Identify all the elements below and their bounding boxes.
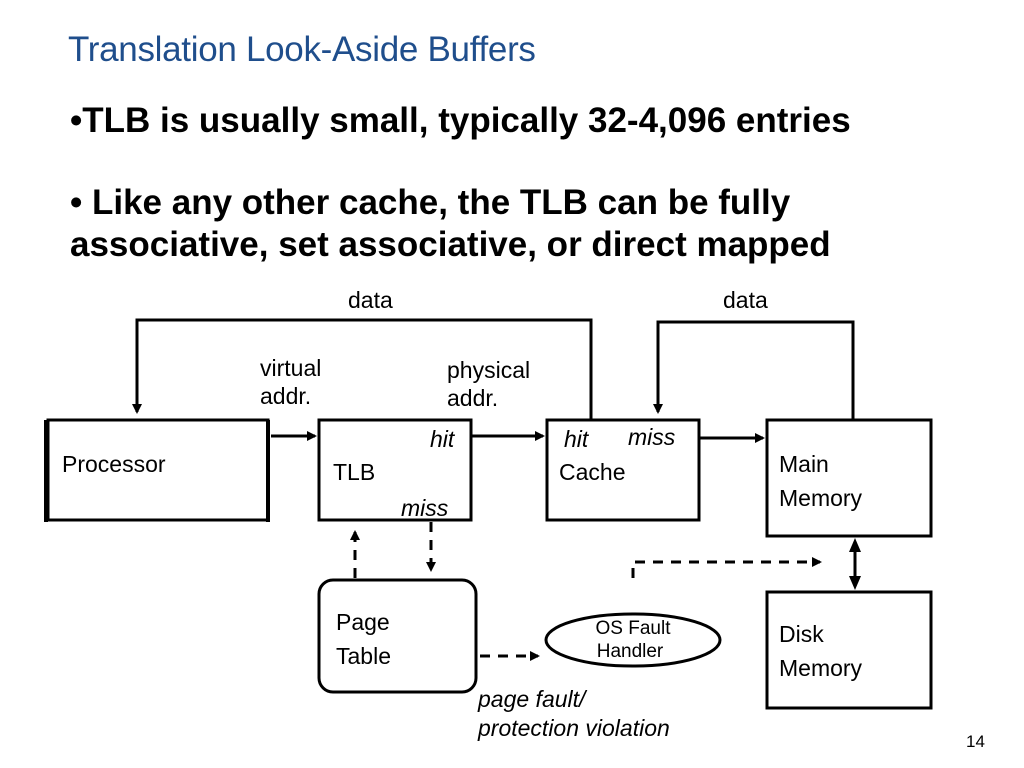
main-memory-box: Main Memory bbox=[765, 418, 933, 538]
disk-memory-label-1: Disk bbox=[779, 621, 824, 647]
data-label-left: data bbox=[348, 287, 393, 313]
tlb-miss-label: miss bbox=[401, 495, 449, 521]
disk-memory-label-2: Memory bbox=[779, 655, 863, 681]
physical-addr-label-2: addr. bbox=[447, 385, 498, 411]
physical-addr-label-1: physical bbox=[447, 357, 530, 383]
bullet-tlb-size: •TLB is usually small, typically 32-4,09… bbox=[70, 101, 851, 140]
bullet-tlb-associativity: • Like any other cache, the TLB can be f… bbox=[70, 182, 831, 266]
tlb-label: TLB bbox=[333, 459, 375, 485]
processor-label: Processor bbox=[62, 451, 166, 477]
processor-box: Processor bbox=[44, 418, 270, 522]
main-memory-label-2: Memory bbox=[779, 485, 863, 511]
tlb-hit-label: hit bbox=[430, 426, 456, 452]
memory-disk-arrow-down bbox=[849, 576, 861, 590]
page-table-label-1: Page bbox=[336, 609, 390, 635]
disk-memory-box: Disk Memory bbox=[765, 590, 933, 710]
tlb-box: TLB hit miss bbox=[317, 418, 473, 522]
memory-data-to-cache-arrow bbox=[653, 320, 855, 420]
page-fault-label-1: page fault/ bbox=[477, 686, 588, 712]
os-fault-label-1: OS Fault bbox=[596, 618, 672, 639]
data-label-right: data bbox=[723, 287, 768, 313]
memory-disk-arrow-up bbox=[849, 538, 861, 552]
bullet-line-2: associative, set associative, or direct … bbox=[70, 225, 831, 264]
page-table-label-2: Table bbox=[336, 643, 391, 669]
virtual-addr-label-2: addr. bbox=[260, 383, 311, 409]
os-fault-label-2: Handler bbox=[597, 641, 664, 662]
cache-hit-label: hit bbox=[564, 426, 590, 452]
cache-label: Cache bbox=[559, 459, 625, 485]
virtual-addr-label-1: virtual bbox=[260, 355, 321, 381]
main-memory-label-1: Main bbox=[779, 451, 829, 477]
page-number: 14 bbox=[966, 732, 985, 751]
os-fault-to-memory-arrow bbox=[631, 557, 822, 578]
slide-title: Translation Look-Aside Buffers bbox=[68, 30, 536, 69]
cache-data-to-processor-arrow bbox=[132, 318, 593, 420]
os-fault-handler-ellipse: OS Fault Handler bbox=[544, 612, 722, 668]
page-fault-label-2: protection violation bbox=[477, 715, 670, 741]
cache-miss-label: miss bbox=[628, 424, 676, 450]
bullet-line-1: • Like any other cache, the TLB can be f… bbox=[70, 183, 791, 222]
page-table-box: Page Table bbox=[317, 578, 478, 694]
cache-box: Cache hit miss bbox=[545, 418, 701, 522]
